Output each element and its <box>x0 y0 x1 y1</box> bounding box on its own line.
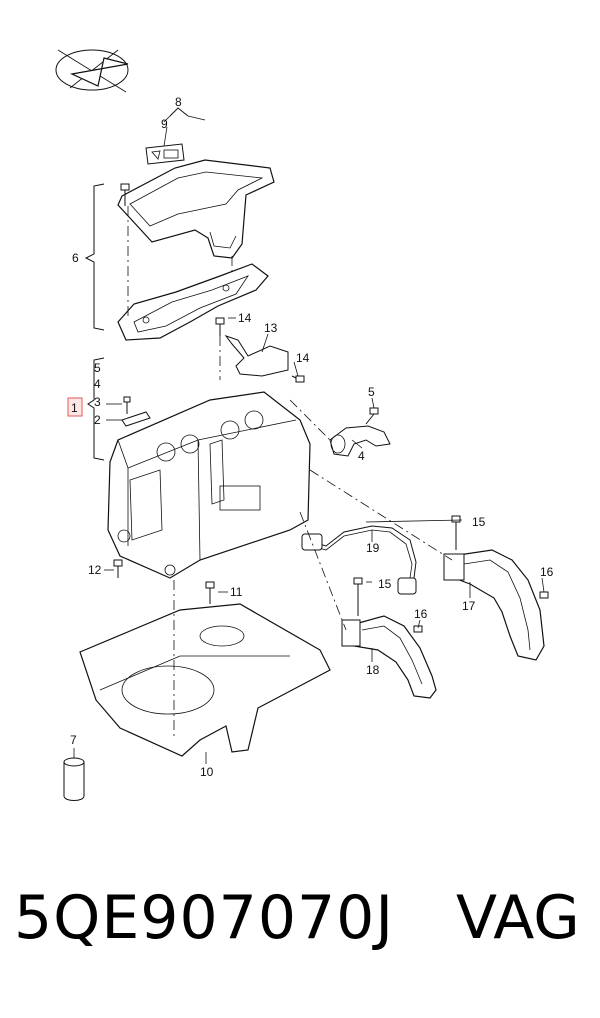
orientation-arrow-icon <box>55 49 129 93</box>
callout-14-top: 14 <box>238 311 252 325</box>
callout-12: 12 <box>88 563 102 577</box>
base-tray-part <box>79 559 331 757</box>
callout-4: 4 <box>94 377 101 391</box>
callout-16-right: 16 <box>540 565 554 579</box>
part-number-text: 5QE907070J <box>14 883 395 953</box>
callout-3: 3 <box>94 395 101 409</box>
callout-4-hose: 4 <box>358 449 365 463</box>
main-housing-part <box>107 391 311 579</box>
sleeve-part <box>63 757 85 801</box>
callout-labels: 8 9 6 5 4 3 1 2 13 14 14 5 4 15 19 15 16… <box>70 95 554 779</box>
callout-5-hose: 5 <box>368 385 375 399</box>
callout-1-highlight <box>67 397 83 417</box>
callout-11: 11 <box>230 585 243 599</box>
callout-2: 2 <box>94 413 101 427</box>
cover-bolt-part <box>120 183 130 206</box>
callout-19: 19 <box>366 541 380 555</box>
callout-15-front: 15 <box>378 577 392 591</box>
hose-connector-part <box>329 407 391 457</box>
callout-10: 10 <box>200 765 214 779</box>
callout-7: 7 <box>70 733 77 747</box>
coolant-pipe-front-part <box>341 577 437 699</box>
callout-5: 5 <box>94 361 101 375</box>
brand-text: VAG <box>456 883 580 953</box>
gasket-part <box>117 263 269 341</box>
callout-18: 18 <box>366 663 380 677</box>
alignment-lines <box>127 206 453 740</box>
callout-1: 1 <box>71 401 78 415</box>
top-cover-part <box>117 159 275 259</box>
wiring-harness-part <box>301 525 417 595</box>
bracket-part <box>215 317 305 383</box>
callout-8: 8 <box>175 95 182 109</box>
warning-label-part <box>145 143 185 165</box>
callout-16-front: 16 <box>414 607 428 621</box>
callout-15-right: 15 <box>472 515 486 529</box>
callout-14-right: 14 <box>296 351 310 365</box>
callout-6: 6 <box>72 251 79 265</box>
exploded-parts-diagram: 8 9 6 5 4 3 1 2 13 14 14 5 4 15 19 15 16… <box>55 49 554 801</box>
callout-9: 9 <box>161 117 168 131</box>
coolant-pipe-right-part <box>443 515 549 661</box>
group-brackets <box>84 107 206 461</box>
callout-17: 17 <box>462 599 476 613</box>
callout-13: 13 <box>264 321 278 335</box>
clip-part <box>121 396 151 427</box>
leader-lines <box>73 126 545 764</box>
